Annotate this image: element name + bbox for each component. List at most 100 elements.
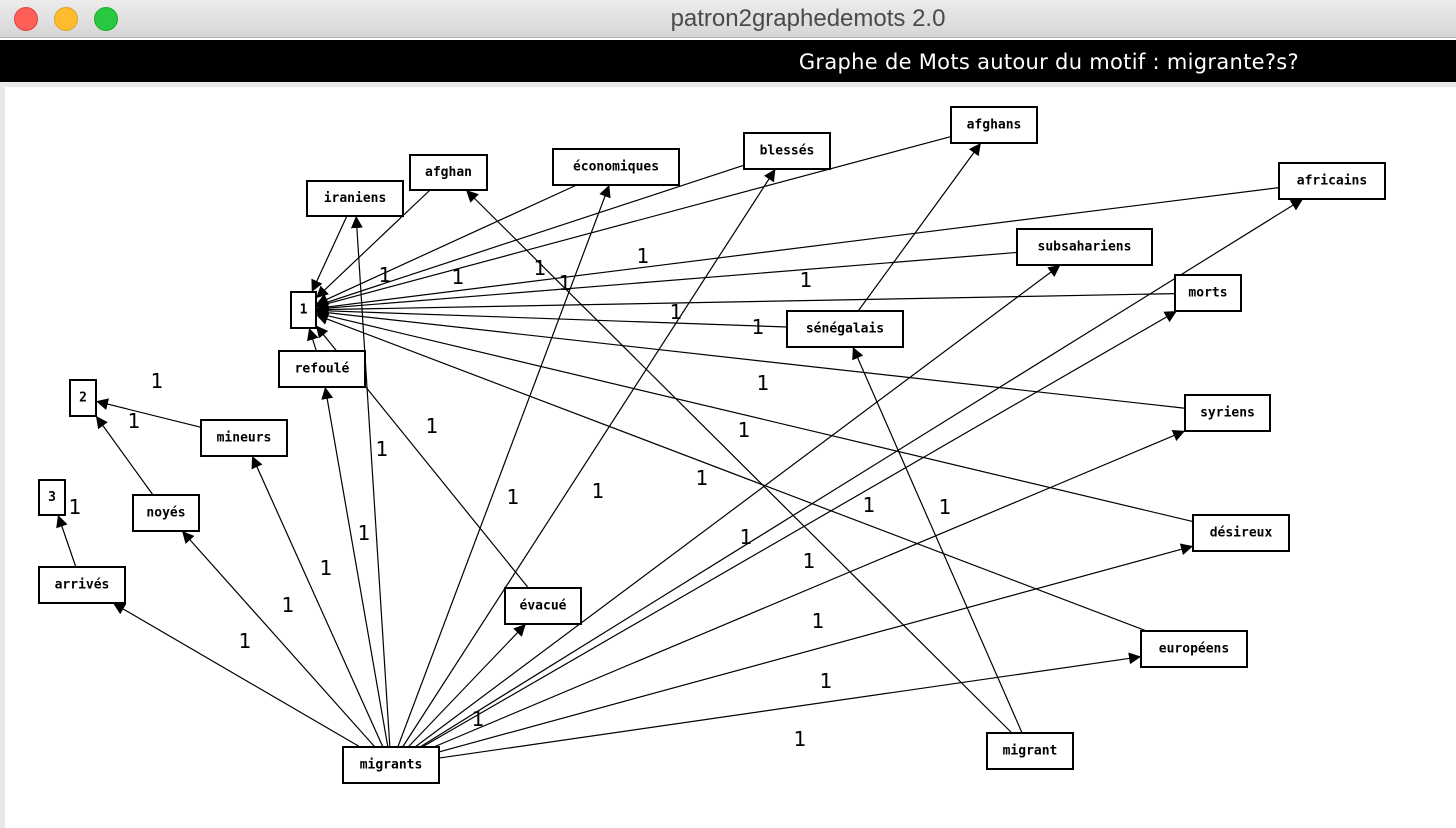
edge-weight-label: 1 xyxy=(812,609,825,633)
edge-migrants-to-refoule xyxy=(321,386,389,748)
node-migrants[interactable]: migrants xyxy=(342,746,440,784)
node-arrives[interactable]: arrivés xyxy=(38,566,126,604)
node-box[interactable] xyxy=(69,379,97,417)
edge-weight-label: 1 xyxy=(939,495,952,519)
node-box[interactable] xyxy=(409,154,488,191)
graph-title: Graphe de Mots autour du motif : migrant… xyxy=(798,50,1299,74)
edge-weight-label: 1 xyxy=(128,409,141,433)
window-titlebar: patron2graphedemots 2.0 xyxy=(0,0,1456,38)
node-box[interactable] xyxy=(1278,162,1386,200)
node-box[interactable] xyxy=(504,587,582,625)
node-box[interactable] xyxy=(290,291,317,329)
node-box[interactable] xyxy=(950,106,1038,144)
node-subsahariens[interactable]: subsahariens xyxy=(1016,228,1153,266)
node-label: iraniens xyxy=(324,191,387,206)
edge-weight-label: 1 xyxy=(637,244,650,268)
node-label: afghans xyxy=(967,118,1022,133)
node-box[interactable] xyxy=(1192,514,1290,552)
edge-senegalais-to-afghans xyxy=(857,142,982,312)
node-label: migrant xyxy=(1003,744,1058,759)
node-economiques[interactable]: économiques xyxy=(552,148,680,186)
node-migrant[interactable]: migrant xyxy=(986,732,1074,770)
edge-afghans-to-one xyxy=(315,135,952,310)
edge-weight-label: 1 xyxy=(696,466,709,490)
node-morts[interactable]: morts xyxy=(1174,274,1242,312)
edge-weight-label: 1 xyxy=(320,556,333,580)
node-two[interactable]: 2 xyxy=(69,379,97,417)
node-label: évacué xyxy=(520,599,567,614)
node-box[interactable] xyxy=(306,180,404,217)
edge-weight-label: 1 xyxy=(752,315,765,339)
edge-mineurs-to-two xyxy=(95,398,202,428)
node-box[interactable] xyxy=(38,479,66,516)
edge-migrants-to-subsahariens xyxy=(414,264,1061,748)
node-africains[interactable]: africains xyxy=(1278,162,1386,200)
edge-noyes-to-two xyxy=(95,415,154,496)
node-box[interactable] xyxy=(1184,394,1271,432)
node-syriens[interactable]: syriens xyxy=(1184,394,1271,432)
edge-economiques-to-one xyxy=(315,184,577,305)
edge-weight-label: 1 xyxy=(358,521,371,545)
node-box[interactable] xyxy=(1016,228,1153,266)
node-senegalais[interactable]: sénégalais xyxy=(786,310,904,348)
edge-migrants-to-europeens xyxy=(438,652,1142,759)
edge-weight-label: 1 xyxy=(800,268,813,292)
node-blesses[interactable]: blessés xyxy=(743,132,831,170)
edge-weight-label: 1 xyxy=(282,593,295,617)
edge-migrants-to-morts xyxy=(421,310,1178,748)
node-afghans[interactable]: afghans xyxy=(950,106,1038,144)
edge-weight-label: 1 xyxy=(379,263,392,287)
edge-migrants-to-blesses xyxy=(402,168,776,748)
node-box[interactable] xyxy=(1174,274,1242,312)
edge-migrants-to-mineurs xyxy=(251,455,384,748)
minimize-window-button[interactable] xyxy=(54,7,78,31)
node-label: arrivés xyxy=(55,578,110,593)
graph-header-bar: Graphe de Mots autour du motif : migrant… xyxy=(0,40,1456,82)
node-one[interactable]: 1 xyxy=(290,291,317,329)
node-mineurs[interactable]: mineurs xyxy=(200,419,288,457)
node-label: européens xyxy=(1159,642,1229,657)
node-label: refoulé xyxy=(295,362,350,377)
edge-migrants-to-evacue xyxy=(407,623,527,748)
edge-weight-label: 1 xyxy=(452,265,465,289)
node-box[interactable] xyxy=(1140,630,1248,668)
edge-weight-label: 1 xyxy=(794,727,807,751)
edge-weight-label: 1 xyxy=(239,629,252,653)
node-box[interactable] xyxy=(200,419,288,457)
node-box[interactable] xyxy=(786,310,904,348)
node-desireux[interactable]: désireux xyxy=(1192,514,1290,552)
edge-migrants-to-arrives xyxy=(112,602,361,748)
node-box[interactable] xyxy=(743,132,831,170)
edge-arrives-to-three xyxy=(56,514,77,568)
node-three[interactable]: 3 xyxy=(38,479,66,516)
node-box[interactable] xyxy=(552,148,680,186)
edge-subsahariens-to-one xyxy=(315,251,1018,315)
node-iraniens[interactable]: iraniens xyxy=(306,180,404,217)
node-box[interactable] xyxy=(342,746,440,784)
nodes-layer: 1 2 3 iraniens afghan économiques blessés afgha… xyxy=(38,106,1386,784)
node-noyes[interactable]: noyés xyxy=(132,494,200,532)
edge-migrants-to-iraniens xyxy=(350,215,391,748)
node-label: subsahariens xyxy=(1038,240,1132,255)
edge-europeens-to-one xyxy=(315,313,1147,632)
node-box[interactable] xyxy=(38,566,126,604)
edge-weight-label: 1 xyxy=(592,479,605,503)
node-afghan[interactable]: afghan xyxy=(409,154,488,191)
edge-weight-label: 1 xyxy=(803,549,816,573)
edge-weight-label: 1 xyxy=(820,669,833,693)
node-box[interactable] xyxy=(132,494,200,532)
edge-syriens-to-one xyxy=(315,306,1186,409)
node-box[interactable] xyxy=(278,350,366,388)
node-refoule[interactable]: refoulé xyxy=(278,350,366,388)
close-window-button[interactable] xyxy=(14,7,38,31)
node-europeens[interactable]: européens xyxy=(1140,630,1248,668)
edge-iraniens-to-one xyxy=(311,215,348,293)
edge-migrants-to-africains xyxy=(419,198,1304,748)
node-box[interactable] xyxy=(986,732,1074,770)
maximize-window-button[interactable] xyxy=(94,7,118,31)
edge-africains-to-one xyxy=(315,187,1280,313)
node-label: 2 xyxy=(79,391,87,406)
node-evacue[interactable]: évacué xyxy=(504,587,582,625)
